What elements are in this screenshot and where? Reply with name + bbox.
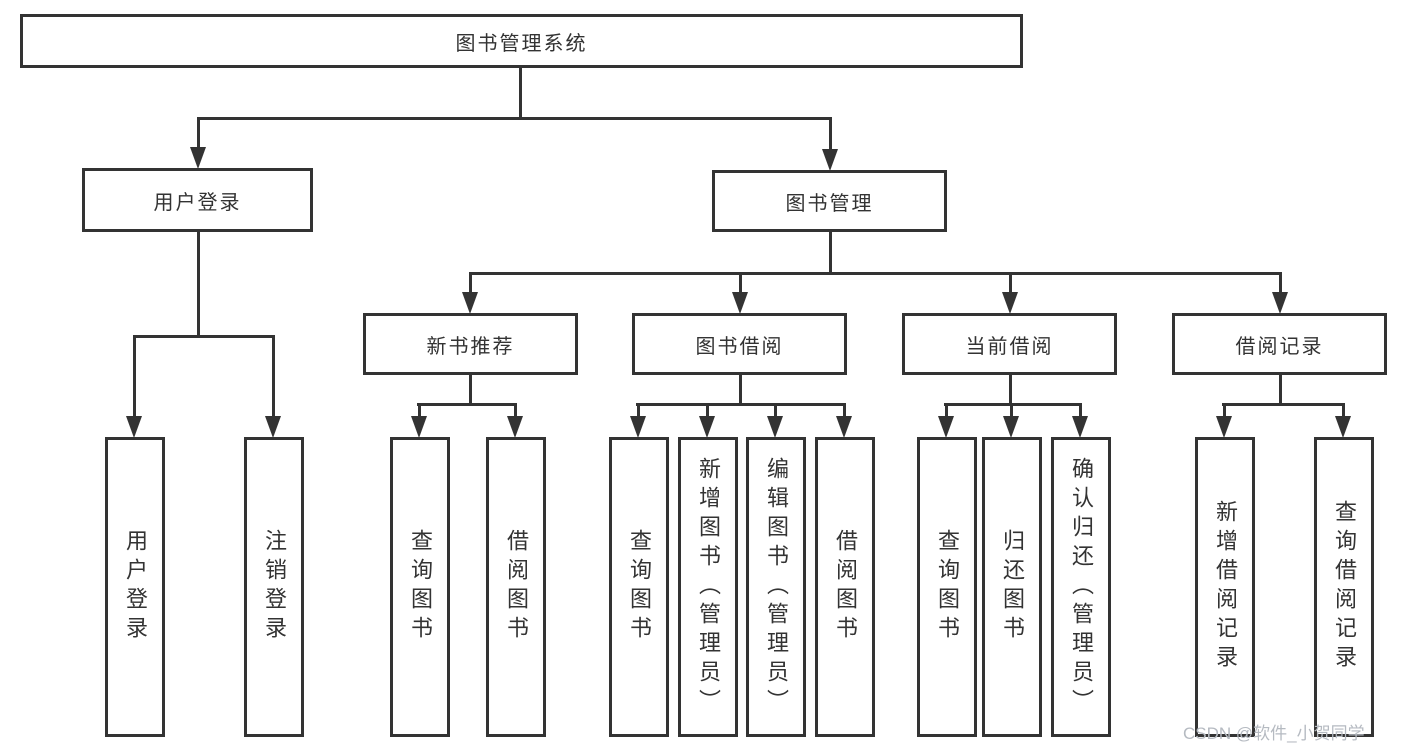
leaf-edit-books-admin-label: 编辑图书（管理员） <box>764 456 789 718</box>
connector-line <box>843 403 846 417</box>
leaf-confirm-return-admin-label: 确认归还（管理员） <box>1069 456 1094 718</box>
connector-line <box>945 403 948 417</box>
arrow-down-icon <box>265 416 281 438</box>
leaf-return-books-label: 归还图书 <box>1000 529 1025 645</box>
arrow-down-icon <box>822 149 838 171</box>
node-borrow-records: 借阅记录 <box>1172 313 1387 375</box>
arrow-down-icon <box>190 147 206 169</box>
connector-line <box>197 117 200 151</box>
leaf-user-login-label: 用户登录 <box>123 529 148 645</box>
arrow-down-icon <box>411 416 427 438</box>
leaf-edit-books-admin: 编辑图书（管理员） <box>746 437 806 737</box>
connector-line <box>1222 403 1345 406</box>
connector-line <box>272 335 275 420</box>
connector-line <box>469 272 472 296</box>
arrow-down-icon <box>1002 292 1018 314</box>
arrow-down-icon <box>732 292 748 314</box>
connector-line <box>1342 403 1345 417</box>
connector-line <box>133 335 136 420</box>
connector-line <box>1279 375 1282 406</box>
connector-line <box>197 117 832 120</box>
connector-line <box>944 403 1082 406</box>
arrow-down-icon <box>462 292 478 314</box>
connector-line <box>1009 375 1012 406</box>
leaf-recommend-query-books-label: 查询图书 <box>408 529 433 645</box>
arrow-down-icon <box>1216 416 1232 438</box>
csdn-watermark: CSDN @软件_小贺同学 <box>1183 724 1365 743</box>
leaf-logout-label: 注销登录 <box>262 529 287 645</box>
arrow-down-icon <box>699 416 715 438</box>
arrow-down-icon <box>767 416 783 438</box>
node-book-management: 图书管理 <box>712 170 947 232</box>
leaf-borrow-books: 借阅图书 <box>815 437 875 737</box>
connector-line <box>1223 403 1226 417</box>
arrow-down-icon <box>630 416 646 438</box>
connector-line <box>739 272 742 296</box>
leaf-user-login: 用户登录 <box>105 437 165 737</box>
leaf-recommend-query-books: 查询图书 <box>390 437 450 737</box>
connector-line <box>197 232 200 336</box>
leaf-query-borrow-record-label: 查询借阅记录 <box>1332 500 1357 674</box>
arrow-down-icon <box>1003 416 1019 438</box>
connector-line <box>469 272 1282 275</box>
connector-line <box>829 117 832 151</box>
leaf-borrow-query-books-label: 查询图书 <box>627 529 652 645</box>
connector-line <box>1009 272 1012 296</box>
node-current-borrow: 当前借阅 <box>902 313 1117 375</box>
connector-line <box>637 403 640 417</box>
leaf-recommend-borrow-books-label: 借阅图书 <box>504 529 529 645</box>
leaf-query-borrow-record: 查询借阅记录 <box>1314 437 1374 737</box>
connector-line <box>514 403 517 417</box>
connector-line <box>829 232 832 273</box>
arrow-down-icon <box>1072 416 1088 438</box>
leaf-borrow-books-label: 借阅图书 <box>833 529 858 645</box>
leaf-borrow-query-books: 查询图书 <box>609 437 669 737</box>
arrow-down-icon <box>1335 416 1351 438</box>
connector-line <box>1010 403 1013 417</box>
leaf-return-books: 归还图书 <box>982 437 1042 737</box>
leaf-recommend-borrow-books: 借阅图书 <box>486 437 546 737</box>
leaf-add-borrow-record: 新增借阅记录 <box>1195 437 1255 737</box>
leaf-add-books-admin: 新增图书（管理员） <box>678 437 738 737</box>
node-new-book-recommend: 新书推荐 <box>363 313 578 375</box>
connector-line <box>1279 272 1282 296</box>
connector-line <box>706 403 709 417</box>
leaf-add-borrow-record-label: 新增借阅记录 <box>1213 500 1238 674</box>
connector-line <box>418 403 421 417</box>
node-user-login-branch: 用户登录 <box>82 168 313 232</box>
connector-line <box>1079 403 1082 417</box>
arrow-down-icon <box>126 416 142 438</box>
arrow-down-icon <box>507 416 523 438</box>
connector-line <box>519 68 522 118</box>
node-book-borrow: 图书借阅 <box>632 313 847 375</box>
leaf-add-books-admin-label: 新增图书（管理员） <box>696 456 721 718</box>
node-root: 图书管理系统 <box>20 14 1023 68</box>
connector-line <box>636 403 846 406</box>
leaf-current-query-books-label: 查询图书 <box>935 529 960 645</box>
leaf-confirm-return-admin: 确认归还（管理员） <box>1051 437 1111 737</box>
arrow-down-icon <box>836 416 852 438</box>
connector-line <box>133 335 275 338</box>
connector-line <box>774 403 777 417</box>
connector-line <box>469 375 472 406</box>
arrow-down-icon <box>938 416 954 438</box>
connector-line <box>739 375 742 406</box>
connector-line <box>417 403 517 406</box>
leaf-current-query-books: 查询图书 <box>917 437 977 737</box>
leaf-logout: 注销登录 <box>244 437 304 737</box>
arrow-down-icon <box>1272 292 1288 314</box>
